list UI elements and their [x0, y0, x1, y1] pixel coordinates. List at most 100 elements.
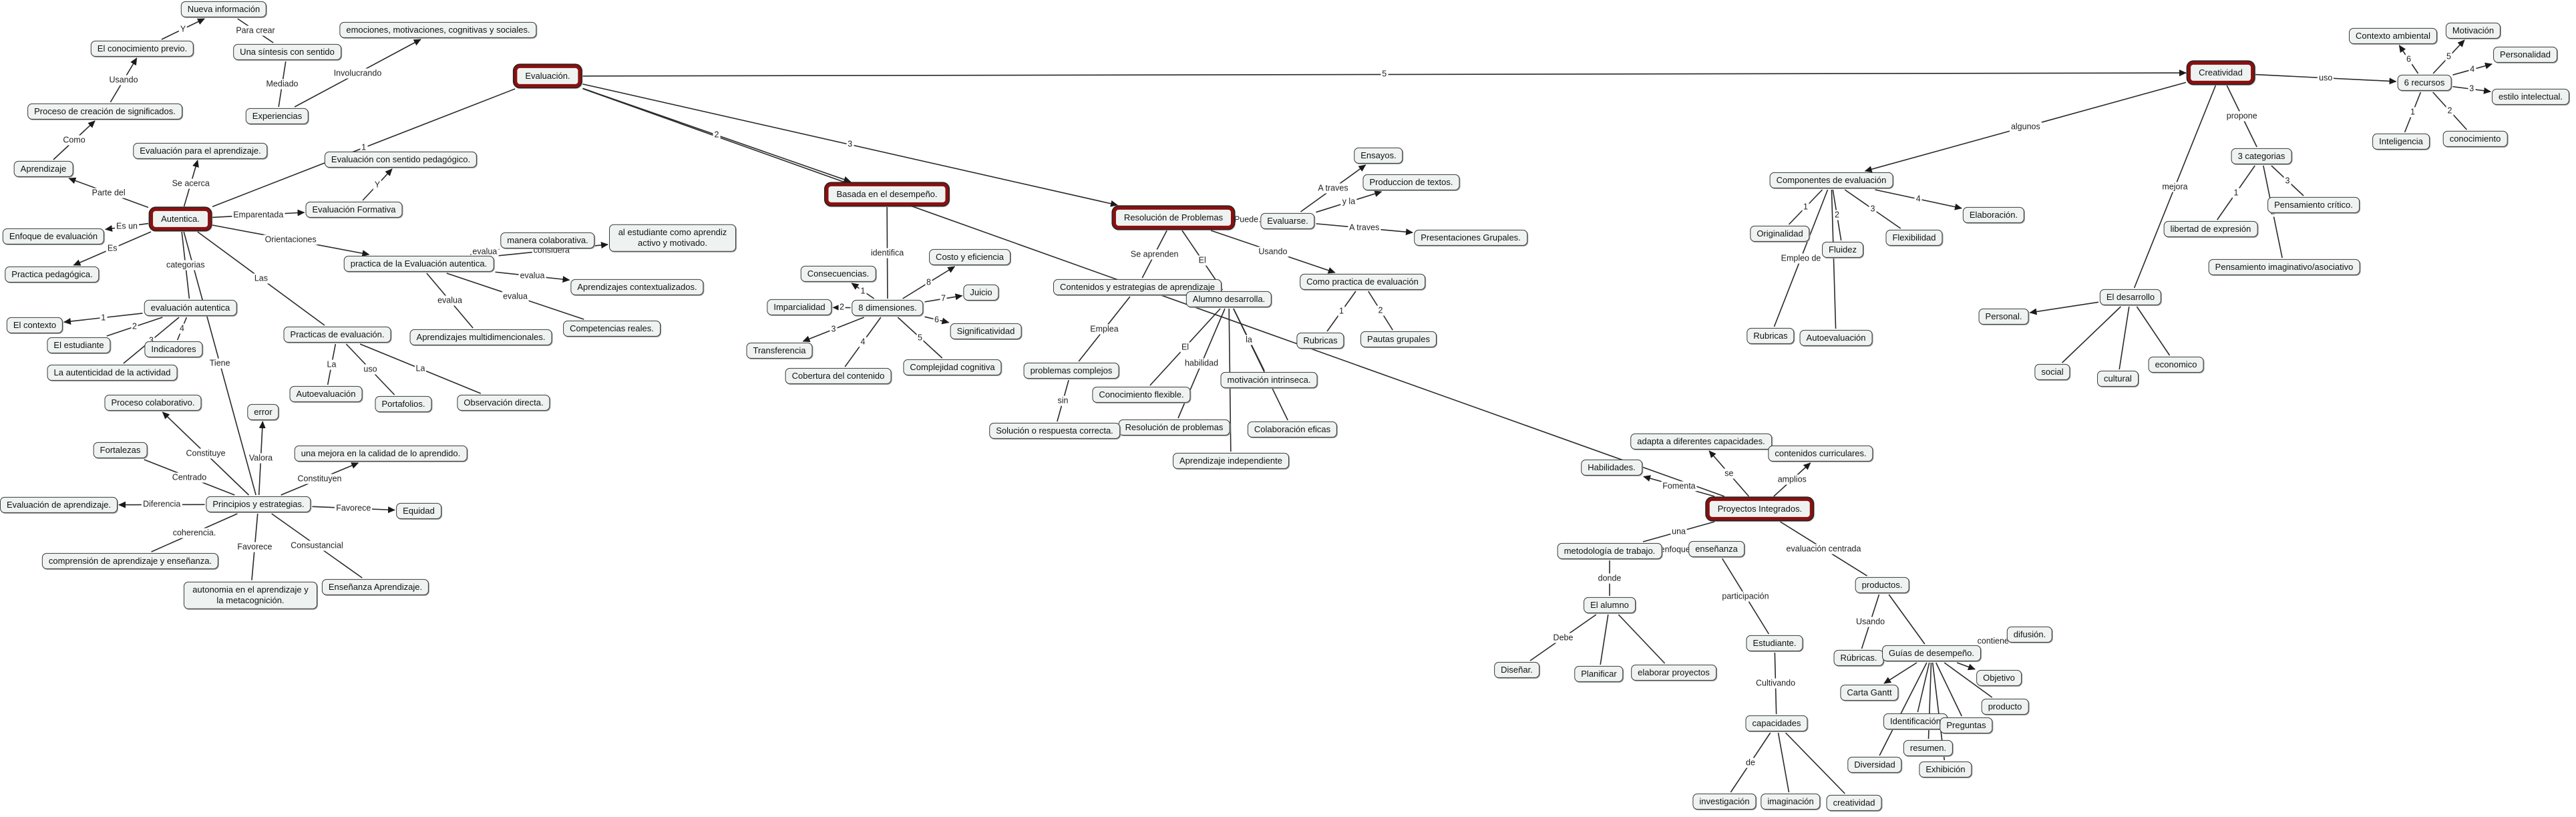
- concept-node-investigacion[interactable]: investigación: [1692, 794, 1756, 810]
- concept-node-autoevaluacion1[interactable]: Autoevaluación: [290, 386, 363, 402]
- concept-node-preguntas[interactable]: Preguntas: [1940, 717, 1992, 733]
- concept-node-evaluarse[interactable]: Evaluarse.: [1260, 213, 1314, 229]
- concept-node-resolucion-problemas2[interactable]: Resolución de problemas: [1119, 420, 1230, 436]
- concept-node-estilo[interactable]: estilo intelectual.: [2492, 89, 2569, 105]
- concept-node-disenar[interactable]: Diseñar.: [1494, 662, 1539, 678]
- concept-node-flexibilidad[interactable]: Flexibilidad: [1885, 230, 1942, 246]
- concept-node-planificar[interactable]: Planificar: [1574, 666, 1623, 682]
- concept-node-resolucion[interactable]: Resolución de Problemas: [1113, 206, 1234, 229]
- concept-node-equidad[interactable]: Equidad: [396, 503, 441, 519]
- concept-node-producto[interactable]: producto: [1982, 699, 2029, 715]
- concept-node-seis-recursos[interactable]: 6 recursos: [2398, 75, 2452, 91]
- concept-node-elaboracion[interactable]: Elaboración.: [1963, 207, 2024, 223]
- concept-node-economico[interactable]: economico: [2149, 357, 2204, 373]
- concept-node-comprension[interactable]: comprensión de aprendizaje y enseñanza.: [42, 553, 218, 569]
- concept-node-competencias-reales[interactable]: Competencias reales.: [563, 321, 661, 337]
- concept-node-error[interactable]: error: [247, 404, 279, 420]
- concept-node-emociones[interactable]: emociones, motivaciones, cognitivas y so…: [339, 22, 536, 38]
- concept-node-proceso-colab[interactable]: Proceso colaborativo.: [104, 395, 201, 411]
- concept-node-aprend-multi[interactable]: Aprendizajes multidimencionales.: [410, 329, 552, 345]
- concept-node-difusion[interactable]: difusión.: [2007, 627, 2052, 643]
- concept-node-resumen[interactable]: resumen.: [1903, 740, 1953, 756]
- concept-node-eval-formativa[interactable]: Evaluación Formativa: [306, 202, 403, 218]
- concept-node-aprend-context[interactable]: Aprendizajes contextualizados.: [570, 279, 703, 295]
- concept-node-proceso-creacion[interactable]: Proceso de creación de significados.: [27, 104, 182, 120]
- concept-node-aprend-indep[interactable]: Aprendizaje independiente: [1173, 453, 1289, 469]
- concept-node-contexto-ambiental[interactable]: Contexto ambiental: [2349, 28, 2437, 44]
- concept-node-estudiante-aprendiz[interactable]: al estudiante como aprendiz activo y mot…: [609, 224, 736, 252]
- concept-node-autoevaluacion2[interactable]: Autoevaluación: [1800, 330, 1873, 346]
- concept-node-diversidad[interactable]: Diversidad: [1847, 757, 1901, 773]
- concept-node-juicio[interactable]: Juicio: [963, 285, 998, 301]
- concept-node-tres-cat[interactable]: 3 categorias: [2231, 148, 2292, 164]
- concept-node-ensenanza-aprend[interactable]: Enseñanza Aprendizaje.: [322, 579, 429, 595]
- concept-node-autonomia[interactable]: autonomia en el aprendizaje y la metacog…: [184, 582, 317, 609]
- concept-node-pensamiento-critico[interactable]: Pensamiento crítico.: [2267, 197, 2360, 213]
- concept-node-exhibicion[interactable]: Exhibición: [1919, 762, 1972, 778]
- concept-node-complejidad[interactable]: Complejidad cognitiva: [903, 359, 1001, 375]
- concept-node-indicadores[interactable]: Indicadores: [144, 341, 202, 357]
- concept-node-consecuencias[interactable]: Consecuencias.: [801, 266, 876, 282]
- concept-node-originalidad[interactable]: Originalidad: [1750, 226, 1809, 242]
- concept-node-el-estudiante[interactable]: El estudiante: [47, 337, 110, 353]
- concept-node-como-practica[interactable]: Como practica de evaluación: [1300, 274, 1425, 290]
- concept-node-presentaciones[interactable]: Presentaciones Grupales.: [1414, 230, 1527, 246]
- concept-node-rubricas1[interactable]: Rubricas: [1296, 333, 1344, 349]
- concept-node-creatividad2[interactable]: creatividad: [1827, 795, 1882, 811]
- concept-node-fortalezas[interactable]: Fortalezas: [94, 442, 148, 458]
- concept-node-practica-ped[interactable]: Practica pedagógica.: [5, 267, 99, 283]
- concept-node-eval-sentido[interactable]: Evaluación con sentido pedagógico.: [325, 152, 477, 168]
- concept-node-conocimiento-previo[interactable]: El conocimiento previo.: [91, 41, 194, 57]
- concept-node-adapta[interactable]: adapta a diferentes capacidades.: [1630, 434, 1772, 450]
- concept-node-sintesis[interactable]: Una síntesis con sentido: [233, 44, 341, 60]
- concept-node-nueva-info[interactable]: Nueva información: [181, 1, 266, 17]
- concept-node-costo[interactable]: Costo y eficiencia: [929, 249, 1010, 265]
- concept-node-pensamiento-imag[interactable]: Pensamiento imaginativo/asociativo: [2209, 259, 2360, 275]
- concept-node-ensayos[interactable]: Ensayos.: [1354, 148, 1403, 164]
- concept-node-metodologia[interactable]: metodología de trabajo.: [1557, 543, 1662, 559]
- concept-node-produccion-textos[interactable]: Produccion de textos.: [1362, 174, 1459, 190]
- concept-node-principios[interactable]: Principios y estrategias.: [206, 496, 311, 512]
- concept-node-ocho-dim[interactable]: 8 dimensiones.: [852, 300, 923, 316]
- concept-node-imparcialidad[interactable]: Imparcialidad: [767, 299, 832, 315]
- concept-node-habilidades[interactable]: Habilidades.: [1581, 460, 1642, 476]
- concept-node-practica-eval[interactable]: practica de la Evaluación autentica.: [344, 256, 494, 272]
- concept-node-imaginacion[interactable]: imaginación: [1761, 794, 1820, 810]
- concept-node-el-desarrollo[interactable]: El desarrollo: [2100, 289, 2161, 305]
- concept-node-rubricas3[interactable]: Rúbricas.: [1834, 650, 1884, 666]
- concept-node-evaluacion[interactable]: Evaluación.: [514, 65, 581, 88]
- concept-node-manera-colab[interactable]: manera colaborativa.: [500, 232, 594, 249]
- concept-node-fluidez[interactable]: Fluidez: [1822, 242, 1863, 258]
- concept-node-cobertura[interactable]: Cobertura del contenido: [785, 368, 892, 384]
- concept-node-practicas-eval[interactable]: Practicas de evaluación.: [284, 327, 391, 343]
- concept-node-motivacion-intrinseca[interactable]: motivación intrinseca.: [1221, 372, 1318, 388]
- concept-node-guias[interactable]: Guías de desempeño.: [1882, 645, 1981, 661]
- concept-node-social[interactable]: social: [2034, 364, 2070, 380]
- concept-node-alumno-desarrolla[interactable]: Alumno desarrolla.: [1186, 291, 1272, 307]
- concept-node-proyectos[interactable]: Proyectos Integrados.: [1706, 498, 1813, 520]
- concept-node-significatividad[interactable]: Significatividad: [950, 323, 1022, 339]
- concept-node-solucion[interactable]: Solución o respuesta correcta.: [989, 423, 1120, 439]
- concept-node-libertad[interactable]: libertad de expresión: [2164, 221, 2258, 237]
- concept-node-conocimiento[interactable]: conocimiento: [2443, 131, 2508, 147]
- concept-node-ensenanza[interactable]: enseñanza: [1688, 541, 1744, 557]
- concept-node-autenticidad[interactable]: La autenticidad de la actividad: [47, 365, 178, 381]
- concept-node-eval-para[interactable]: Evaluación para el aprendizaje.: [133, 143, 267, 159]
- concept-node-basada[interactable]: Basada en el desempeño.: [825, 183, 948, 206]
- concept-node-obs-directa[interactable]: Observación directa.: [457, 395, 550, 411]
- concept-node-componentes[interactable]: Componentes de evaluación: [1770, 172, 1893, 188]
- concept-node-autentica[interactable]: Autentica.: [150, 208, 211, 230]
- concept-node-conocimiento-flexible[interactable]: Conocimiento flexible.: [1092, 387, 1190, 403]
- concept-node-experiencias[interactable]: Experiencias: [246, 108, 309, 124]
- concept-node-personal[interactable]: Personal.: [1979, 309, 2029, 325]
- concept-node-eval-de-aprend[interactable]: Evaluación de aprendizaje.: [0, 497, 118, 513]
- concept-node-elaborar[interactable]: elaborar proyectos: [1631, 665, 1716, 681]
- concept-node-motivacion[interactable]: Motivación: [2446, 23, 2501, 39]
- concept-node-productos[interactable]: productos.: [1855, 577, 1909, 593]
- concept-node-enfoque-eval[interactable]: Enfoque de evaluación: [3, 228, 104, 244]
- concept-node-inteligencia[interactable]: Inteligencia: [2372, 134, 2430, 150]
- concept-node-el-alumno[interactable]: El alumno: [1584, 597, 1636, 613]
- concept-node-transferencia[interactable]: Transferencia: [747, 343, 813, 359]
- concept-node-personalidad[interactable]: Personalidad: [2493, 47, 2557, 63]
- concept-node-rubricas2[interactable]: Rubricas: [1746, 328, 1794, 344]
